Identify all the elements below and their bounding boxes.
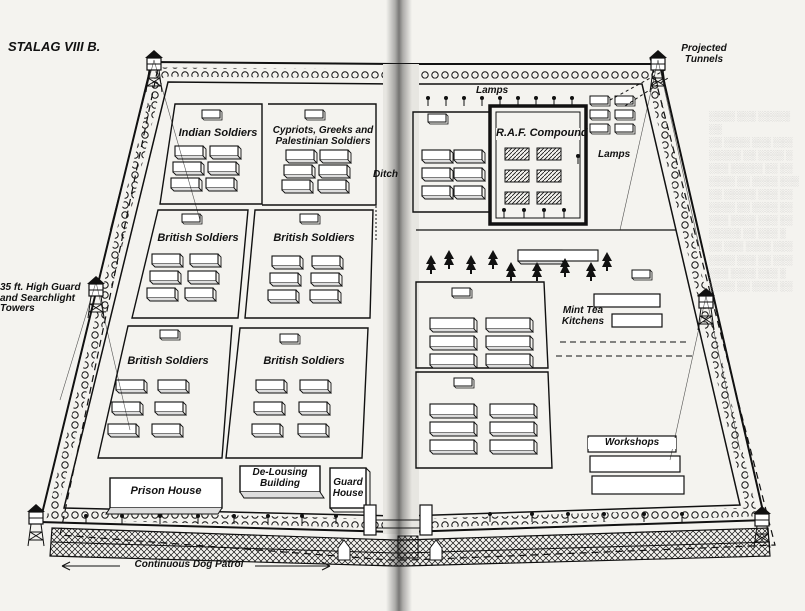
label-guard-house: Guard House xyxy=(330,477,366,499)
compound-british-2 xyxy=(244,209,374,319)
label-lamps-top: Lamps xyxy=(476,85,509,96)
compound-right-middle xyxy=(415,281,549,369)
label-british-4: British Soldiers xyxy=(263,355,345,367)
label-british-3: British Soldiers xyxy=(127,355,209,367)
label-cypriots-line-2: Palestinian Soldiers xyxy=(275,135,371,147)
prison-house-building xyxy=(105,477,223,515)
compound-british-3 xyxy=(97,325,233,459)
huts-upper-right-left xyxy=(421,149,486,200)
label-delousing-line-2: Building xyxy=(260,477,300,489)
label-guard-towers-line-3: Towers xyxy=(0,303,35,314)
label-mint-line-1: Mint Tea xyxy=(562,305,604,316)
label-lamps-right: Lamps xyxy=(598,149,631,160)
label-british-2: British Soldiers xyxy=(273,232,355,244)
map-title: STALAG VIII B. xyxy=(8,39,101,54)
label-projected-line-2: Tunnels xyxy=(684,53,724,65)
label-indian-soldiers: Indian Soldiers xyxy=(178,127,258,139)
label-guard-towers-line-1: 35 ft. High Guard xyxy=(0,282,81,293)
label-dog-patrol: Continuous Dog Patrol xyxy=(134,559,244,570)
compound-right-lower xyxy=(415,371,553,469)
label-projected-line-1: Projected xyxy=(681,43,727,54)
label-guard-line-2: House xyxy=(332,487,364,499)
label-delousing-line-1: De-Lousing xyxy=(252,467,308,478)
label-guard-towers: 35 ft. High Guard and Searchlight Towers xyxy=(0,282,92,315)
label-delousing: De-Lousing Building xyxy=(240,467,320,489)
raf-compound xyxy=(488,104,588,226)
compound-indian xyxy=(159,103,263,205)
label-guard-line-1: Guard xyxy=(333,477,363,488)
label-mint-tea-kitchens: Mint Tea Kitchens xyxy=(552,305,614,327)
label-workshops: Workshops xyxy=(588,437,676,449)
sentry-boxes xyxy=(337,539,443,561)
label-projected-tunnels: Projected Tunnels xyxy=(674,43,734,65)
label-prison-house: Prison House xyxy=(130,485,202,497)
label-raf-compound: R.A.F. Compound xyxy=(496,127,588,140)
label-ditch: Ditch xyxy=(373,169,398,180)
label-british-1: British Soldiers xyxy=(157,232,239,244)
label-guard-towers-line-2: and Searchlight xyxy=(0,292,76,304)
mint-tea-kitchens-buildings xyxy=(593,293,663,328)
delousing-building xyxy=(239,465,325,499)
label-mint-line-2: Kitchens xyxy=(561,315,605,327)
compound-british-4 xyxy=(225,327,369,459)
page-fold xyxy=(386,0,412,611)
label-cypriots: Cypriots, Greeks and Palestinian Soldier… xyxy=(268,125,378,147)
compound-british-1 xyxy=(131,209,249,319)
bleed-through-texture: ░░░░ ░░░ ░░░░░ ░░░░ ░░░░ ░░░ ░░░░░░░░ ░░… xyxy=(709,111,799,291)
projected-tunnels xyxy=(609,69,669,107)
label-cypriots-line-1: Cypriots, Greeks and xyxy=(272,125,374,136)
guard-house-building xyxy=(329,467,371,513)
